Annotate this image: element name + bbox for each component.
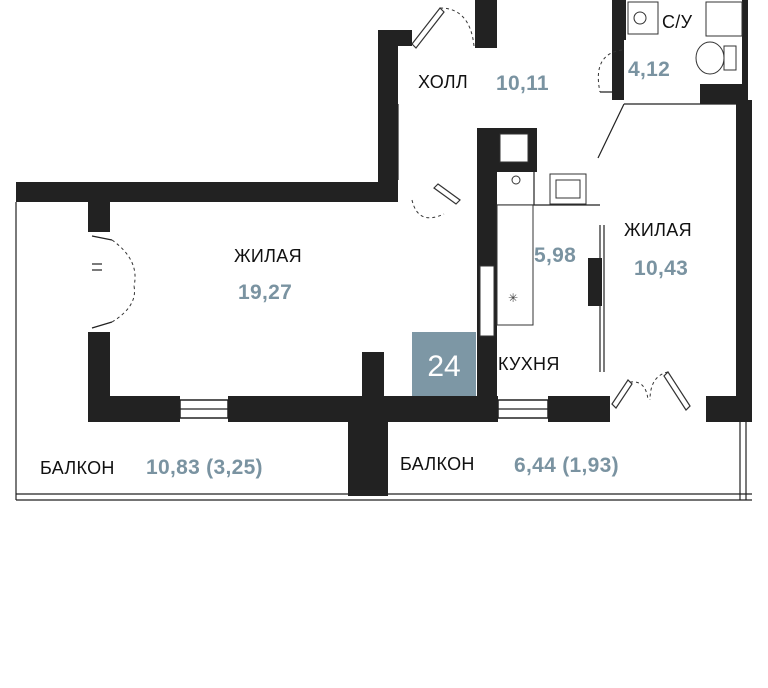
shower-icon bbox=[705, 1, 743, 37]
balcony-outline bbox=[15, 202, 752, 501]
fixtures: ✳ bbox=[479, 1, 743, 337]
walls bbox=[16, 0, 752, 496]
kitchen-area: 5,98 bbox=[534, 244, 576, 267]
hall-area: 10,11 bbox=[496, 72, 549, 95]
apartment-number: 24 bbox=[427, 350, 460, 383]
balcony-right-area: 6,44 (1,93) bbox=[514, 454, 619, 477]
living-large-label: ЖИЛАЯ bbox=[234, 246, 302, 266]
living-small-label: ЖИЛАЯ bbox=[624, 220, 692, 240]
apartment-number-badge: 24 bbox=[412, 332, 476, 396]
balcony-right-label: БАЛКОН bbox=[400, 454, 475, 474]
windows bbox=[179, 399, 549, 419]
room-labels: ХОЛЛ 10,11 С/У 4,12 ЖИЛАЯ 19,27 ЖИЛАЯ 10… bbox=[40, 12, 693, 479]
hall-label: ХОЛЛ bbox=[418, 72, 468, 92]
bathroom-label: С/У bbox=[662, 12, 693, 32]
kitchen-label: КУХНЯ bbox=[498, 354, 560, 374]
living-small-area: 10,43 bbox=[634, 257, 688, 280]
balcony-left-label: БАЛКОН bbox=[40, 458, 115, 478]
balcony-left-area: 10,83 (3,25) bbox=[146, 456, 263, 479]
bathroom-area: 4,12 bbox=[628, 58, 670, 81]
partitions bbox=[397, 103, 740, 372]
svg-text:✳: ✳ bbox=[508, 291, 518, 305]
doors bbox=[91, 7, 691, 411]
toilet-icon bbox=[695, 41, 725, 75]
living-large-area: 19,27 bbox=[238, 281, 292, 304]
